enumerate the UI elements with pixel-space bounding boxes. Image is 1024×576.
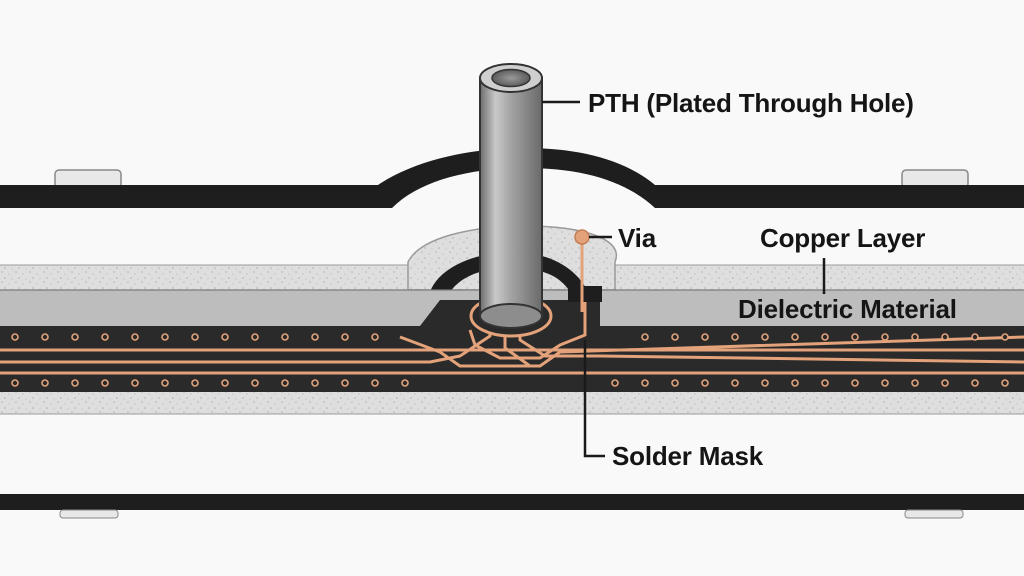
via-label: Via (618, 223, 656, 253)
solder-mask-label: Solder Mask (612, 441, 763, 471)
copper-layer-label: Copper Layer (760, 223, 926, 253)
bottom-solder-mask (0, 494, 1024, 510)
lower-substrate (0, 392, 1024, 414)
pth-label: PTH (Plated Through Hole) (588, 88, 914, 118)
top-solder-mask (0, 148, 1024, 208)
dielectric-label: Dielectric Material (738, 294, 957, 324)
pth-inner-ring (430, 252, 588, 292)
bottom-left-tab (59, 509, 119, 519)
copper-dots (11, 333, 1009, 387)
via-base (568, 286, 602, 302)
copper-traces (0, 300, 1024, 375)
via-cap (574, 229, 590, 245)
pth-bottom-rim (479, 303, 543, 329)
bottom-right-tab (904, 509, 964, 519)
pth-hole-icon (491, 68, 531, 88)
pth-cylinder (479, 77, 543, 317)
leader-lines (542, 100, 826, 458)
